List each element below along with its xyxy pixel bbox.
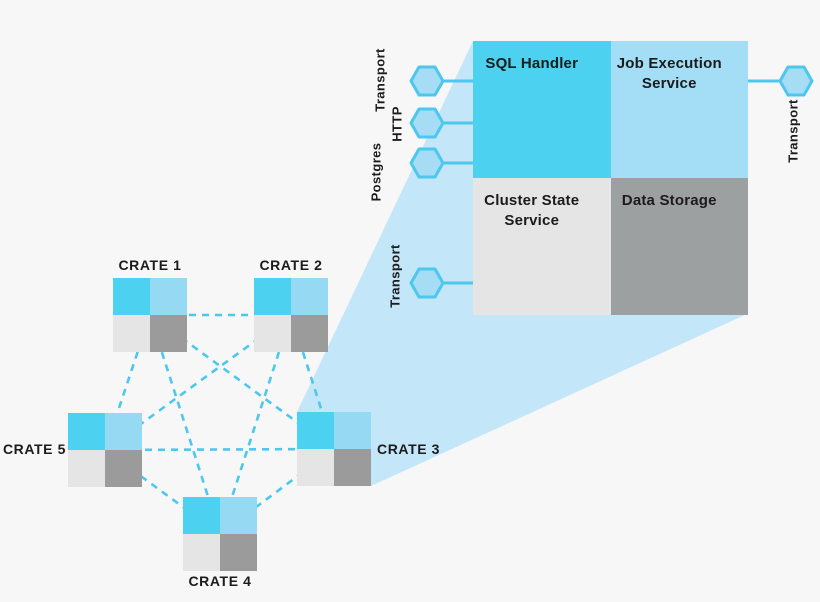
node-cluster-cell xyxy=(183,534,220,571)
node-cluster-cell xyxy=(254,315,291,352)
node-sql-cell xyxy=(297,412,334,449)
crate-1-label: CRATE 1 xyxy=(118,257,182,273)
node-sql-cell xyxy=(183,497,220,534)
node-storage-cell xyxy=(220,534,257,571)
crate-node-2 xyxy=(254,278,328,352)
data-storage-label: Data Storage xyxy=(621,192,717,209)
node-cluster-cell xyxy=(113,315,150,352)
data-storage-quadrant: Data Storage xyxy=(610,178,748,315)
cluster-state-service-label: Cluster State Service xyxy=(484,192,580,230)
node-job-cell xyxy=(334,412,371,449)
crate-node-4 xyxy=(183,497,257,571)
node-sql-cell xyxy=(68,413,105,450)
node-job-cell xyxy=(291,278,328,315)
node-storage-cell xyxy=(105,450,142,487)
postgres-hexagon-icon xyxy=(409,147,445,179)
http-label: HTTP xyxy=(389,106,405,142)
http-hexagon-icon xyxy=(409,107,445,139)
crate-node-3 xyxy=(297,412,371,486)
node-cluster-cell xyxy=(297,449,334,486)
crate-node-1 xyxy=(113,278,187,352)
postgres-label: Postgres xyxy=(368,142,384,202)
node-sql-cell xyxy=(113,278,150,315)
transport-top-label: Transport xyxy=(372,48,388,112)
job-execution-service-label: Job Execution Service xyxy=(616,55,722,93)
node-job-cell xyxy=(220,497,257,534)
sql-handler-label: SQL Handler xyxy=(485,55,579,72)
crate-4-label: CRATE 4 xyxy=(188,573,252,589)
sql-handler-quadrant: SQL Handler xyxy=(473,41,611,178)
node-storage-cell xyxy=(334,449,371,486)
job-execution-service-quadrant: Job Execution Service xyxy=(610,41,748,178)
transport-right-label: Transport xyxy=(785,99,801,163)
crate-2-label: CRATE 2 xyxy=(259,257,323,273)
crate-3-label: CRATE 3 xyxy=(377,441,441,457)
node-job-cell xyxy=(150,278,187,315)
node-detail-panel: SQL Handler Job Execution Service Cluste… xyxy=(473,41,748,315)
crate-node-5 xyxy=(68,413,142,487)
cluster-state-service-quadrant: Cluster State Service xyxy=(473,178,611,315)
transport-top-hexagon-icon xyxy=(409,65,445,97)
node-sql-cell xyxy=(254,278,291,315)
transport-bottom-hexagon-icon xyxy=(409,267,445,299)
transport-right-hexagon-icon xyxy=(778,65,814,97)
node-job-cell xyxy=(105,413,142,450)
crate-5-label: CRATE 5 xyxy=(2,441,66,457)
port-icons xyxy=(409,65,814,299)
node-cluster-cell xyxy=(68,450,105,487)
node-storage-cell xyxy=(150,315,187,352)
transport-bottom-label: Transport xyxy=(387,244,403,308)
node-storage-cell xyxy=(291,315,328,352)
